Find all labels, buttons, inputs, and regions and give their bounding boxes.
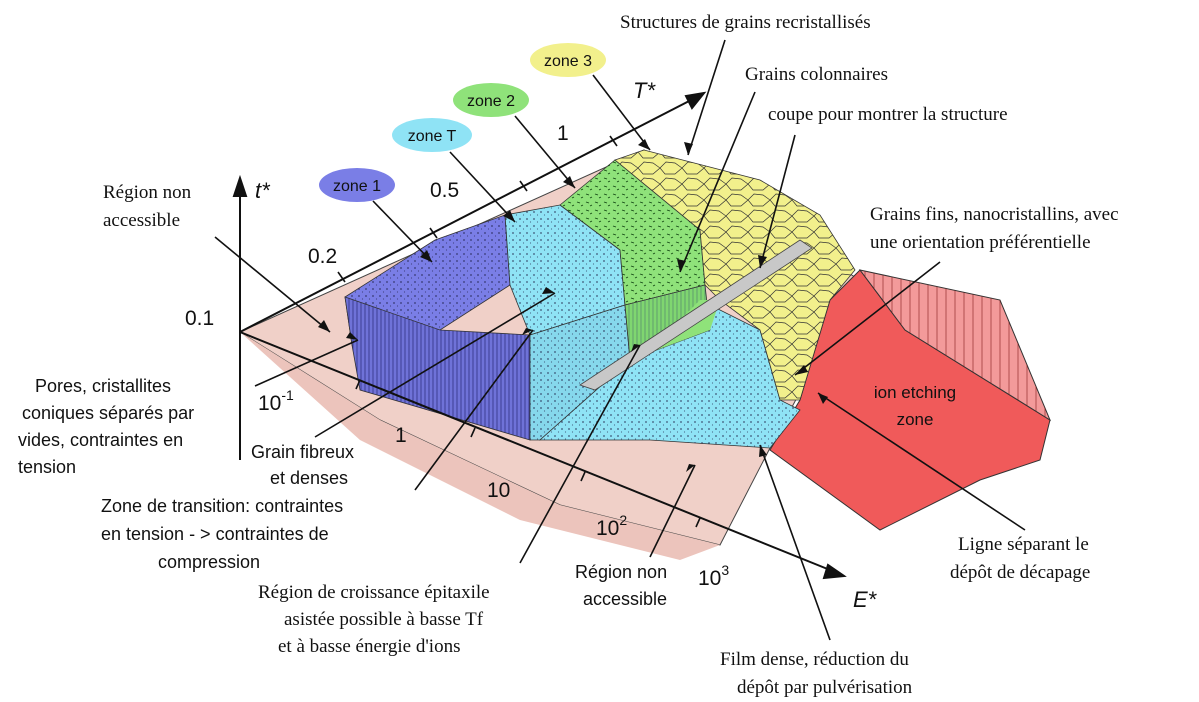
annotation-region-bas-2: accessible xyxy=(583,589,667,609)
zone-1-label: zone 1 xyxy=(333,178,381,195)
axes xyxy=(232,91,847,580)
T-axis-label: T* xyxy=(633,78,656,103)
cut-section-slot xyxy=(579,239,813,391)
t-tick-1: 1 xyxy=(557,122,569,145)
e-tick-1: 1 xyxy=(395,424,407,447)
annotation-fibreux-1: Grain fibreux xyxy=(251,442,354,462)
annotation-grains-fins-1: Grains fins, nanocristallins, avec xyxy=(870,204,1119,225)
annotation-film-1: Film dense, réduction du xyxy=(720,649,909,670)
zone-1-badge xyxy=(319,168,395,202)
ion-etching-label-1: ion etching xyxy=(874,383,956,402)
annotation-transition-1: Zone de transition: contraintes xyxy=(101,496,343,516)
t-axis-label: t* xyxy=(255,178,271,203)
t-tick-0-2: 0.2 xyxy=(308,245,337,268)
pointer-lines xyxy=(214,39,1026,641)
annotation-recristallises: Structures de grains recristallisés xyxy=(620,12,871,33)
base-plane-front xyxy=(240,332,720,560)
zone-t-texture xyxy=(505,205,625,335)
t-tick-0-1: 0.1 xyxy=(185,307,214,330)
annotation-film-2: dépôt par pulvérisation xyxy=(737,677,913,698)
zone-1-front-texture xyxy=(345,297,530,440)
annotation-epitaxile-2: asistée possible à basse Tf xyxy=(284,609,484,630)
annotation-region-haut-1: Région non xyxy=(103,182,192,203)
annotation-region-haut-2: accessible xyxy=(103,210,180,231)
annotation-pores-4: tension xyxy=(18,457,76,477)
annotation-pores-1: Pores, cristallites xyxy=(35,376,171,396)
annotation-colonnaires: Grains colonnaires xyxy=(745,64,888,85)
zone-3-texture xyxy=(615,150,855,400)
annotation-pores-3: vides, contraintes en xyxy=(18,430,183,450)
zone-t-lower-texture xyxy=(540,300,800,448)
ion-etching-hatch xyxy=(860,270,1050,420)
zone-2-texture xyxy=(560,160,705,305)
annotation-transition-3: compression xyxy=(158,552,260,572)
e-tick-10: 10 xyxy=(487,479,510,502)
annotation-epitaxile-1: Région de croissance épitaxile xyxy=(258,582,490,603)
annotation-ligne-1: Ligne séparant le xyxy=(958,534,1089,555)
zone-t-badge xyxy=(392,118,472,152)
e-tick-100: 102 xyxy=(596,512,627,540)
e-tick-0-1: 10-1 xyxy=(258,387,294,415)
t-tick-0-5: 0.5 xyxy=(430,179,459,202)
annotation-fibreux-2: et denses xyxy=(270,468,348,488)
e-tick-1000: 103 xyxy=(698,562,729,590)
zone-3-badge xyxy=(530,43,606,77)
zone-3-label: zone 3 xyxy=(544,53,592,70)
zone-2-badge xyxy=(453,83,529,117)
annotation-epitaxile-3: et à basse énergie d'ions xyxy=(278,636,460,657)
zone-2-label: zone 2 xyxy=(467,93,515,110)
annotation-transition-2: en tension - > contraintes de xyxy=(101,524,329,544)
t-axis-ticks xyxy=(337,135,618,283)
E-axis-label: E* xyxy=(853,587,878,612)
annotation-pores-2: coniques séparés par xyxy=(22,403,194,423)
pointer-arrowheads xyxy=(318,139,828,472)
annotation-ligne-2: dépôt de décapage xyxy=(950,562,1090,583)
annotation-coupe: coupe pour montrer la structure xyxy=(768,104,1008,125)
e-axis-ticks xyxy=(355,379,701,528)
zone-t-front-texture xyxy=(530,305,630,440)
annotation-grains-fins-2: une orientation préférentielle xyxy=(870,232,1091,253)
zone-t-label: zone T xyxy=(408,128,457,145)
ion-etching-label-2: zone xyxy=(897,410,934,429)
annotation-region-bas-1: Région non xyxy=(575,562,667,582)
